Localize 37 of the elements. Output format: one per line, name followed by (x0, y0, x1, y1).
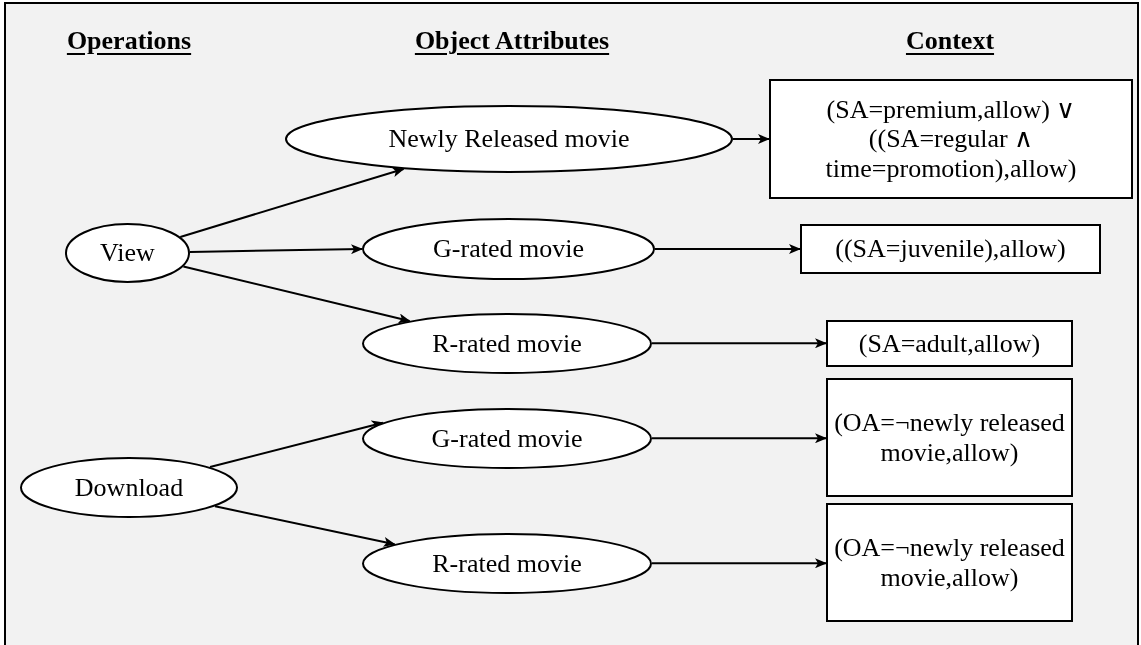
node-label: R-rated movie (432, 328, 582, 359)
context-box (826, 320, 1073, 367)
arrow (651, 338, 827, 349)
context-box (800, 224, 1101, 274)
ellipse-node (65, 223, 190, 283)
ellipse-node (362, 218, 655, 280)
node-label: Newly Released movie (388, 124, 630, 154)
ellipse-node (20, 457, 238, 518)
node-label: G-rated movie (433, 234, 584, 264)
condition-text: ((SA=juvenile),allow) (834, 234, 1067, 264)
column-heading: Context (905, 26, 995, 56)
ellipse-node (362, 408, 652, 469)
context-box (826, 503, 1073, 622)
arrow (179, 167, 405, 238)
arrow (651, 558, 827, 569)
column-heading: Operations (66, 26, 192, 56)
arrow (214, 505, 396, 547)
ellipse-node (362, 313, 652, 374)
arrow (188, 244, 363, 255)
arrow (182, 265, 411, 324)
column-heading: Object Attributes (414, 26, 610, 56)
node-label: R-rated movie (432, 548, 582, 579)
condition-text: (SA=adult,allow) (857, 328, 1042, 359)
arrow (654, 244, 801, 254)
node-label: View (100, 238, 155, 268)
arrow (732, 134, 770, 144)
context-box (769, 79, 1133, 199)
context-box (826, 378, 1073, 497)
ellipse-node (285, 105, 733, 173)
condition-text: (OA=¬newly released movie,allow) (833, 408, 1066, 467)
condition-text: (SA=premium,allow) ∨ ((SA=regular ∧ time=promotion),allow) (824, 95, 1078, 183)
node-label: Download (74, 472, 184, 503)
arrow (209, 420, 384, 469)
condition-text: (OA=¬newly released movie,allow) (833, 533, 1066, 592)
ellipse-node (362, 533, 652, 594)
arrow (651, 433, 827, 444)
node-label: G-rated movie (431, 423, 583, 454)
